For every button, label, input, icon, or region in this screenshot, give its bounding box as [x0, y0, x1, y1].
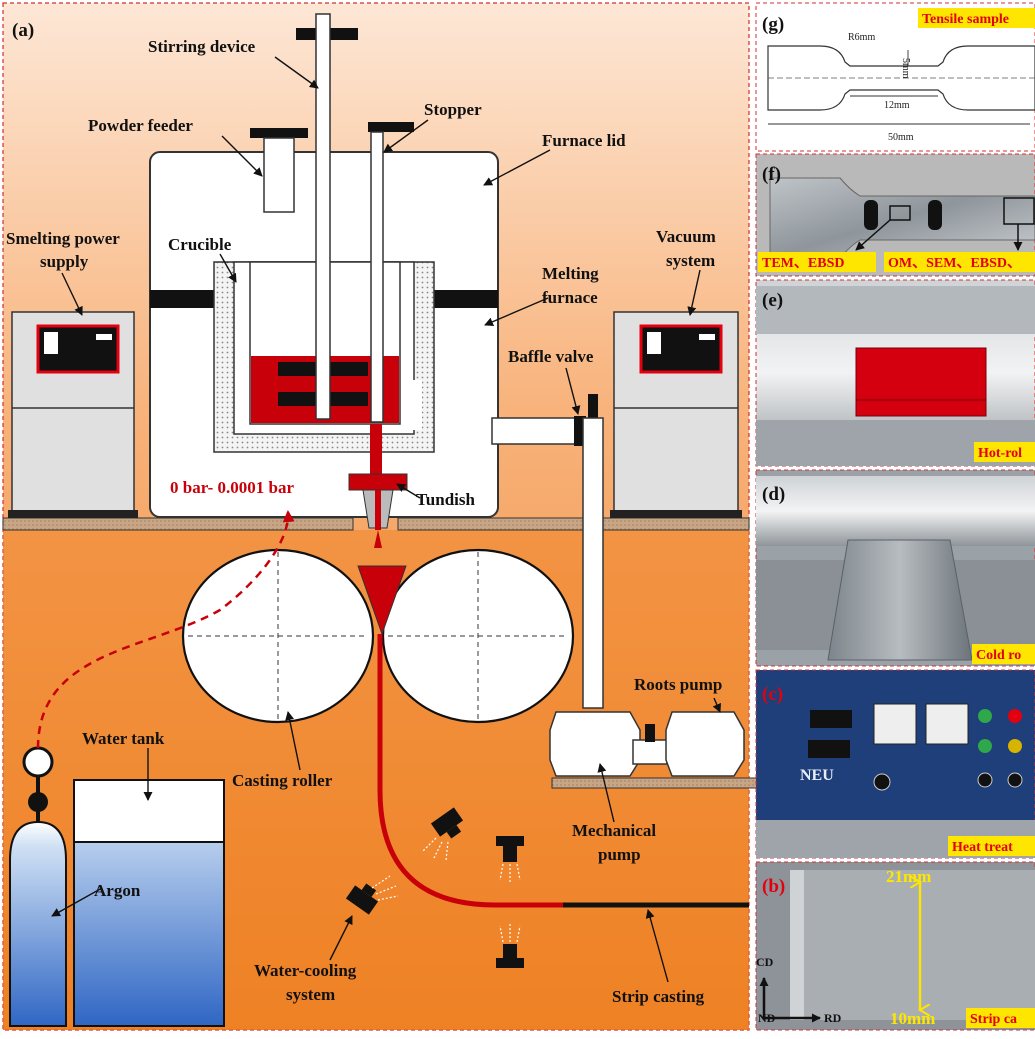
label-furnace-lid: Furnace lid	[542, 131, 626, 150]
panel-f-tag-left: TEM、EBSD	[762, 256, 844, 271]
brand-logo: NEU	[800, 767, 834, 784]
dim-total: 50mm	[888, 132, 914, 143]
powder-feeder	[250, 128, 308, 213]
axis-rd: RD	[824, 1011, 842, 1025]
argon-flow-line	[36, 510, 295, 749]
panel-b-tag: Strip ca	[970, 1012, 1017, 1027]
label-water-cooling-2: system	[286, 985, 335, 1004]
dim-gauge: 12mm	[884, 100, 910, 111]
label-mechanical-2: pump	[598, 845, 641, 864]
label-powder-feeder: Powder feeder	[88, 116, 193, 135]
panel-e: (e) Hot-rol	[755, 279, 1035, 467]
panel-f-label: (f)	[762, 164, 781, 185]
cold-rolled-strip	[827, 539, 973, 661]
label-melting-1: Melting	[542, 264, 599, 283]
panel-c-label: (c)	[762, 684, 783, 705]
panel-b: (b) 21mm 10mm CD ND RD Strip ca	[755, 861, 1035, 1031]
water-cooling-nozzles	[345, 807, 524, 968]
label-mechanical-1: Mechanical	[572, 821, 656, 840]
panel-g-tag: Tensile sample	[922, 12, 1009, 27]
label-water-cooling-1: Water-cooling	[254, 961, 357, 980]
label-smelting-power-2: supply	[40, 252, 89, 271]
floor-left	[2, 517, 354, 531]
axis-cd: CD	[756, 955, 774, 969]
panel-f-tag-right: OM、SEM、EBSD、	[888, 256, 1021, 271]
label-crucible: Crucible	[168, 235, 232, 254]
vacuum-piping	[491, 394, 604, 709]
label-melting-2: furnace	[542, 288, 598, 307]
panel-g-label: (g)	[762, 14, 784, 35]
label-casting-roller: Casting roller	[232, 771, 333, 790]
label-strip-casting: Strip casting	[612, 987, 705, 1006]
water-tank	[73, 779, 225, 1027]
panel-e-tag: Hot-rol	[978, 446, 1022, 461]
mechanical-pump	[549, 711, 641, 777]
panel-g: (g) Tensile sample R6mm 5mm 12mm 50mm	[755, 2, 1035, 152]
panel-d-tag: Cold ro	[976, 648, 1021, 663]
dim-width: 5mm	[900, 58, 911, 79]
panel-f: (f) TEM、EBSD OM、SEM、EBSD、	[755, 153, 1035, 277]
hot-rolled-slab	[855, 347, 987, 417]
label-vacuum-1: Vacuum	[656, 227, 716, 246]
label-vacuum-2: system	[666, 251, 715, 270]
cast-strip	[377, 634, 565, 908]
roots-pump	[665, 711, 745, 777]
panel-c: NEU (c) Heat treat	[755, 669, 1035, 859]
melt-stream	[370, 424, 382, 476]
axis-nd: ND	[758, 1011, 776, 1025]
leader-arrows	[51, 56, 721, 983]
label-roots-pump: Roots pump	[634, 675, 722, 694]
panel-c-tag: Heat treat	[952, 840, 1013, 855]
tensile-sample-outline	[767, 45, 1035, 111]
label-smelting-power-1: Smelting power	[6, 229, 120, 248]
label-tundish: Tundish	[416, 490, 475, 509]
pumps	[549, 711, 773, 789]
stopper	[368, 122, 414, 423]
panel-b-label: (b)	[762, 876, 785, 897]
dim-bottom: 10mm	[890, 1009, 935, 1028]
dim-radius: R6mm	[848, 32, 875, 43]
vacuum-system	[610, 311, 742, 518]
label-baffle-valve: Baffle valve	[508, 347, 594, 366]
panel-d-label: (d)	[762, 484, 785, 505]
panel-a: (a)	[2, 2, 773, 1031]
panel-e-label: (e)	[762, 290, 783, 311]
label-stopper: Stopper	[424, 100, 482, 119]
temp-display	[808, 740, 850, 758]
casting-rollers	[181, 548, 575, 724]
panel-d: (d) Cold ro	[755, 469, 1035, 667]
label-pressure: 0 bar- 0.0001 bar	[170, 478, 294, 497]
panel-g-tag-bg	[918, 8, 1035, 28]
label-water-tank: Water tank	[82, 729, 165, 748]
argon-cylinder	[9, 746, 67, 1027]
stirring-device	[296, 13, 358, 420]
tundish	[348, 473, 408, 530]
dim-top: 21mm	[886, 867, 931, 886]
smelting-power-supply	[8, 311, 138, 518]
floor-right	[397, 517, 750, 531]
panel-a-label: (a)	[12, 20, 34, 41]
label-argon: Argon	[94, 881, 141, 900]
label-stirring-device: Stirring device	[148, 37, 256, 56]
